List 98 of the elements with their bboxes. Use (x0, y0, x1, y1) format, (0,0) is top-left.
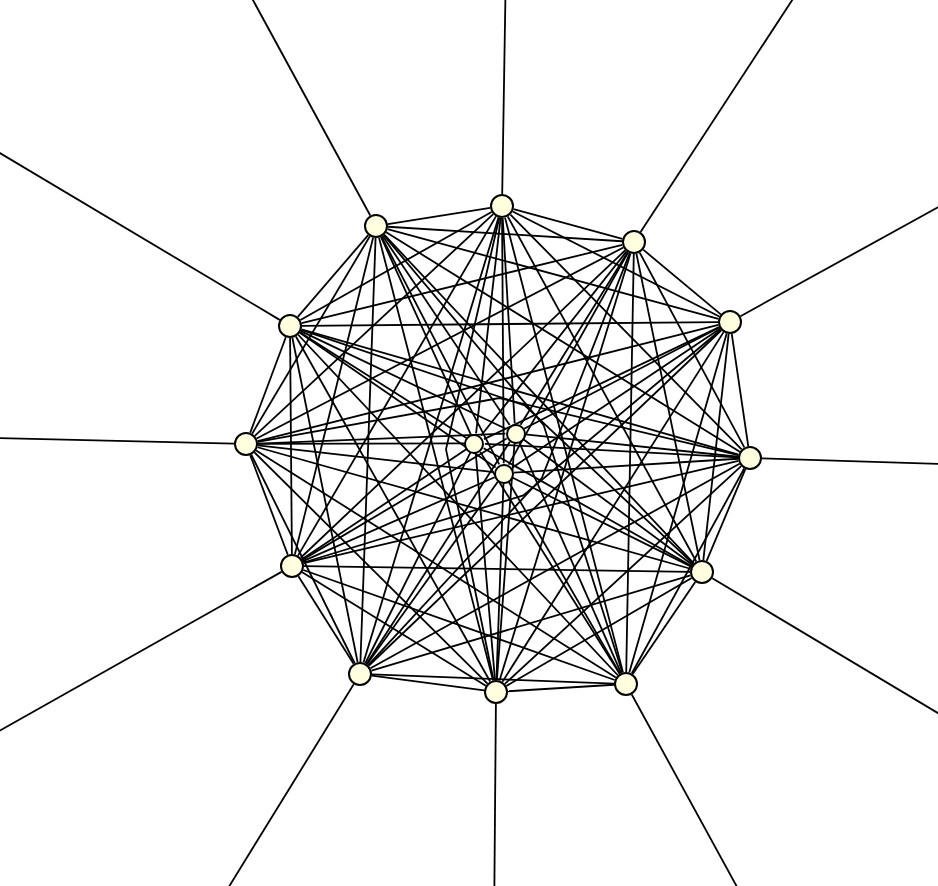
edge-line (256, 324, 720, 442)
edge-line (511, 327, 721, 469)
edge-line (730, 332, 750, 448)
edge-line (302, 569, 616, 681)
edge-line (511, 476, 693, 568)
edge-line (380, 236, 472, 436)
edge-line (505, 577, 693, 687)
edge-line (509, 213, 743, 451)
edge-line (501, 217, 505, 465)
edge-line (480, 250, 628, 437)
edge-line (257, 444, 495, 474)
edge-line (371, 674, 485, 692)
edge-line (253, 213, 495, 437)
edge-line (631, 581, 697, 675)
edge-line (303, 565, 691, 573)
edge-line (299, 331, 497, 469)
edge-line (501, 217, 516, 425)
edge-line (503, 465, 743, 685)
edge-line (297, 333, 619, 677)
edge-line (299, 330, 508, 430)
edge-line (474, 452, 496, 681)
edge-line (628, 332, 728, 674)
edge-line (369, 462, 741, 670)
edge-line (299, 211, 493, 321)
edge-line (501, 331, 725, 683)
edge-line (387, 225, 623, 243)
edge-line (383, 233, 695, 565)
edge-line (371, 673, 615, 685)
edge-line (300, 243, 624, 325)
edge-line (380, 235, 501, 466)
edge-line (300, 328, 740, 456)
edge-line (257, 432, 507, 445)
edge-line (256, 446, 692, 570)
edge-line (381, 235, 511, 426)
edge-line (512, 208, 624, 240)
edge-line (251, 235, 371, 435)
edge-line (506, 215, 698, 563)
edge-line (366, 480, 499, 666)
edge-line (479, 450, 621, 675)
edge-line (386, 228, 720, 320)
edge-line (638, 251, 746, 449)
edge-line (297, 215, 497, 557)
edge-line (518, 441, 623, 674)
edge-line (523, 326, 721, 430)
edge-line (256, 397, 740, 457)
edge-line (642, 248, 722, 316)
edge-line (498, 252, 632, 682)
edge-line (250, 453, 356, 665)
edge-line (301, 437, 508, 561)
edge-line (301, 448, 468, 561)
edge-line (625, 253, 635, 673)
edge-line (301, 321, 719, 327)
edge-line (253, 451, 489, 685)
edge-line (294, 236, 374, 556)
edge-line (507, 481, 621, 675)
edge-line (482, 447, 693, 567)
edge-line (289, 337, 293, 555)
edge-line (507, 251, 629, 466)
edge-line (483, 326, 721, 440)
edge-line (524, 433, 739, 458)
edge-line (475, 217, 502, 435)
edge-line (295, 335, 491, 683)
edge-line (702, 333, 730, 561)
edge-line (385, 231, 741, 453)
edge-line (367, 329, 723, 667)
spoke-line (490, 703, 497, 886)
edge-line (635, 252, 701, 562)
edge-line (299, 331, 468, 439)
edge-line (364, 451, 472, 665)
edge-line (522, 438, 694, 566)
edge-line (511, 210, 721, 318)
edge-line (291, 336, 359, 664)
edge-line (504, 216, 624, 674)
edge-line (255, 246, 625, 440)
edge-line (296, 234, 370, 318)
edge-line (365, 440, 511, 665)
edge-line (519, 251, 629, 426)
edge-line (249, 336, 287, 434)
edge-line (257, 442, 466, 445)
edge-line (255, 449, 617, 679)
edge-line (705, 468, 747, 562)
edge-line (496, 442, 516, 681)
edge-line (301, 571, 487, 687)
edge-line (386, 207, 492, 225)
edge-line (507, 683, 615, 693)
edge-line (484, 443, 739, 459)
edge-line (512, 457, 739, 474)
edge-line (359, 237, 377, 663)
edge-line (299, 249, 627, 559)
edge-line (302, 459, 740, 565)
edge-line (378, 236, 494, 682)
edge-line (249, 454, 289, 556)
edge-line (297, 575, 355, 665)
edge-line (370, 574, 692, 672)
edge-line (445, 216, 501, 682)
edge-line (630, 467, 746, 675)
edge-line (302, 476, 496, 563)
edge-line (362, 216, 500, 664)
